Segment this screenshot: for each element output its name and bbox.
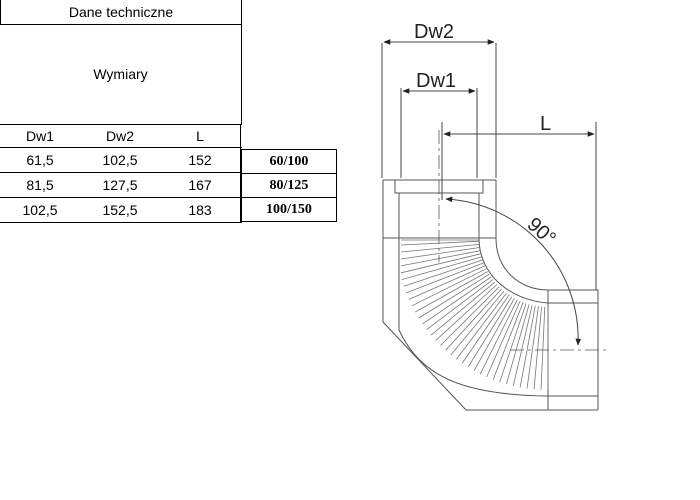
corrugation-line bbox=[418, 273, 490, 319]
table-row: 102,5 152,5 183 bbox=[0, 198, 242, 223]
header-dw2: Dw2 bbox=[105, 128, 134, 144]
corrugation-line bbox=[440, 286, 500, 346]
table-subtitle-text: Wymiary bbox=[93, 66, 148, 82]
table-header-row: Dw1 Dw2 L bbox=[0, 124, 242, 148]
header-dw1: Dw1 bbox=[25, 128, 54, 144]
corrugation-line bbox=[445, 288, 502, 351]
cell-dw1: 61,5 bbox=[26, 152, 54, 168]
angle-label: 90° bbox=[523, 213, 560, 250]
cell-dw2: 152,5 bbox=[102, 202, 138, 218]
cell-dw1: 81,5 bbox=[26, 177, 54, 193]
cell-dw2: 102,5 bbox=[102, 152, 138, 168]
cell-l: 183 bbox=[160, 198, 241, 222]
centerline bbox=[438, 130, 606, 351]
corrugation-line bbox=[422, 276, 492, 325]
corrugation-line bbox=[533, 306, 542, 390]
cell-dw2: 127,5 bbox=[102, 177, 138, 193]
dw1-label: Dw1 bbox=[416, 70, 456, 92]
corrugation-line bbox=[450, 290, 505, 356]
corrugation-line bbox=[400, 240, 480, 246]
size-code: 100/150 bbox=[241, 197, 337, 222]
table-title: Dane techniczne bbox=[0, 0, 242, 25]
dw2-dimension bbox=[381, 39, 497, 178]
corrugation-line bbox=[435, 284, 498, 341]
header-l: L bbox=[160, 125, 241, 147]
corrugation bbox=[400, 239, 549, 390]
cell-l: 167 bbox=[160, 173, 241, 197]
cell-l: 152 bbox=[160, 148, 241, 172]
table-title-text: Dane techniczne bbox=[68, 4, 174, 20]
angle-arc bbox=[445, 196, 582, 346]
corrugation-line bbox=[411, 268, 487, 307]
corrugation-line bbox=[540, 306, 546, 390]
table-row: 81,5 127,5 167 bbox=[0, 173, 242, 198]
cell-dw1: 102,5 bbox=[22, 202, 58, 218]
dw2-label: Dw2 bbox=[414, 21, 454, 43]
corrugation-line bbox=[430, 281, 496, 336]
table-row: 61,5 102,5 152 bbox=[0, 148, 242, 173]
l-dimension bbox=[441, 122, 597, 290]
corrugation-line bbox=[499, 303, 527, 383]
corrugation-line bbox=[467, 296, 513, 368]
table-subtitle: Wymiary bbox=[0, 24, 242, 124]
corrugation-line bbox=[403, 259, 483, 287]
corrugation-line bbox=[461, 294, 510, 364]
corrugation-line bbox=[400, 244, 480, 253]
l-label: L bbox=[540, 113, 551, 135]
corrugation-line bbox=[479, 299, 518, 375]
